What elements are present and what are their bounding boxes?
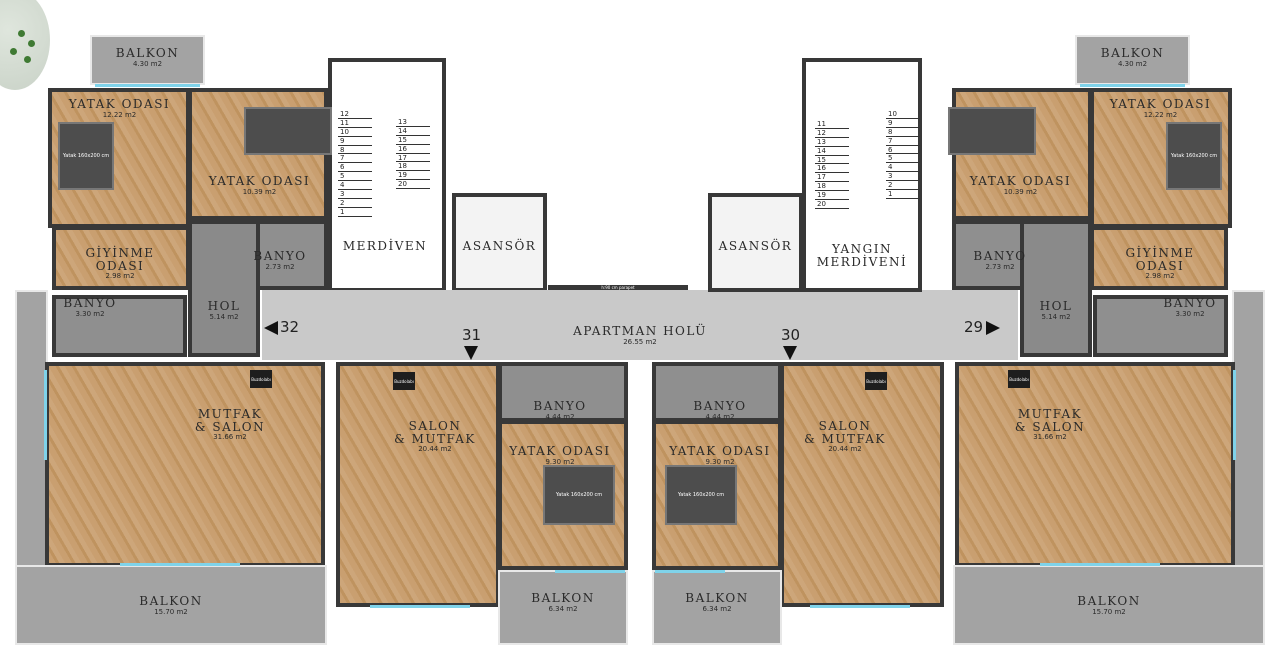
window <box>1040 563 1160 566</box>
entrance-arrow-icon <box>986 321 1000 335</box>
left-unit-room <box>52 226 190 290</box>
mid-left-unit-room <box>336 362 500 607</box>
stair-step: 11 <box>815 120 849 129</box>
stair-step: 6 <box>338 163 372 173</box>
right-unit-room <box>1090 226 1228 290</box>
mid-right-unit-room <box>652 570 782 645</box>
center-room <box>262 290 1018 360</box>
left-unit-room <box>45 362 325 567</box>
fridge-icon: Buzdolabı <box>250 370 272 388</box>
left-unit-room <box>188 220 260 357</box>
mid-right-unit-room <box>652 362 782 422</box>
window <box>95 84 200 87</box>
stair-step: 2 <box>886 181 920 191</box>
fridge-icon: Buzdolabı <box>393 372 415 390</box>
right-unit-room <box>1020 220 1092 357</box>
stair-step: 10 <box>886 110 920 119</box>
right-unit-room <box>953 565 1265 645</box>
stair-step: 16 <box>396 145 430 154</box>
stair-step: 8 <box>338 146 372 155</box>
stair-step: 6 <box>886 146 920 155</box>
bed: Yatak 160x200 cm <box>665 465 737 525</box>
window <box>120 563 240 566</box>
left-unit-room <box>15 565 327 645</box>
tree-icon <box>0 0 50 90</box>
entrance-arrow-icon <box>464 346 478 360</box>
stair-step: 20 <box>396 180 430 190</box>
entrance-arrow-icon <box>264 321 278 335</box>
bed: Yatak 160x200 cm <box>58 122 114 190</box>
stair-step: 7 <box>338 154 372 164</box>
center-room <box>328 58 446 292</box>
stair-step: 19 <box>396 171 430 181</box>
stair-step: 20 <box>815 200 849 209</box>
stair-step: 10 <box>338 128 372 137</box>
stair-step: 3 <box>338 190 372 199</box>
stair-step: 4 <box>338 181 372 191</box>
fridge-icon: Buzdolabı <box>865 372 887 390</box>
right-unit-room <box>1093 295 1228 357</box>
mid-left-unit-room <box>498 362 628 422</box>
window <box>370 605 470 608</box>
stair-step: 9 <box>338 137 372 146</box>
center-room <box>708 193 803 292</box>
parapet-label: h:90 cm parapet <box>548 285 688 290</box>
stair-step: 1 <box>338 208 372 217</box>
stair-step: 18 <box>396 162 430 172</box>
mid-left-unit-room <box>498 570 628 645</box>
window <box>810 605 910 608</box>
stair-step: 19 <box>815 191 849 201</box>
apartment-door-number: 29 <box>964 318 984 336</box>
window <box>555 570 625 573</box>
stair-step: 4 <box>886 163 920 173</box>
bed <box>244 107 332 155</box>
stair-step: 17 <box>396 154 430 163</box>
stair-step: 3 <box>886 172 920 182</box>
stair-step: 8 <box>886 128 920 137</box>
stair-step: 17 <box>815 173 849 183</box>
bed <box>948 107 1036 155</box>
stair-step: 2 <box>338 199 372 208</box>
stair-step: 1 <box>886 190 920 199</box>
stair-step: 15 <box>396 136 430 145</box>
stair-step: 5 <box>338 172 372 182</box>
window <box>1080 84 1185 87</box>
window <box>655 570 725 573</box>
mid-right-unit-room <box>780 362 944 607</box>
window <box>44 370 47 460</box>
window <box>1233 370 1236 460</box>
stair-step: 12 <box>338 110 372 119</box>
center-room <box>802 58 922 292</box>
stair-step: 7 <box>886 137 920 146</box>
apartment-door-number: 32 <box>280 318 300 336</box>
entrance-arrow-icon <box>783 346 797 360</box>
stair-step: 16 <box>815 164 849 174</box>
bed: Yatak 160x200 cm <box>543 465 615 525</box>
stair-step: 12 <box>815 129 849 138</box>
stair-step: 13 <box>815 138 849 147</box>
stair-step: 18 <box>815 182 849 192</box>
right-unit-room <box>1075 35 1190 85</box>
left-unit-room <box>90 35 205 85</box>
stair-step: 15 <box>815 156 849 165</box>
bed: Yatak 160x200 cm <box>1166 122 1222 190</box>
balcony-side-strip <box>1232 290 1265 570</box>
apartment-door-number: 30 <box>781 326 801 344</box>
right-unit-room <box>955 362 1235 567</box>
stair-step: 13 <box>396 118 430 127</box>
stair-step: 9 <box>886 119 920 128</box>
stair-step: 14 <box>815 147 849 156</box>
left-unit-room <box>52 295 187 357</box>
stair-step: 11 <box>338 119 372 128</box>
stair-step: 5 <box>886 154 920 164</box>
fridge-icon: Buzdolabı <box>1008 370 1030 388</box>
center-room <box>452 193 547 292</box>
apartment-door-number: 31 <box>462 326 482 344</box>
stair-step: 14 <box>396 127 430 136</box>
